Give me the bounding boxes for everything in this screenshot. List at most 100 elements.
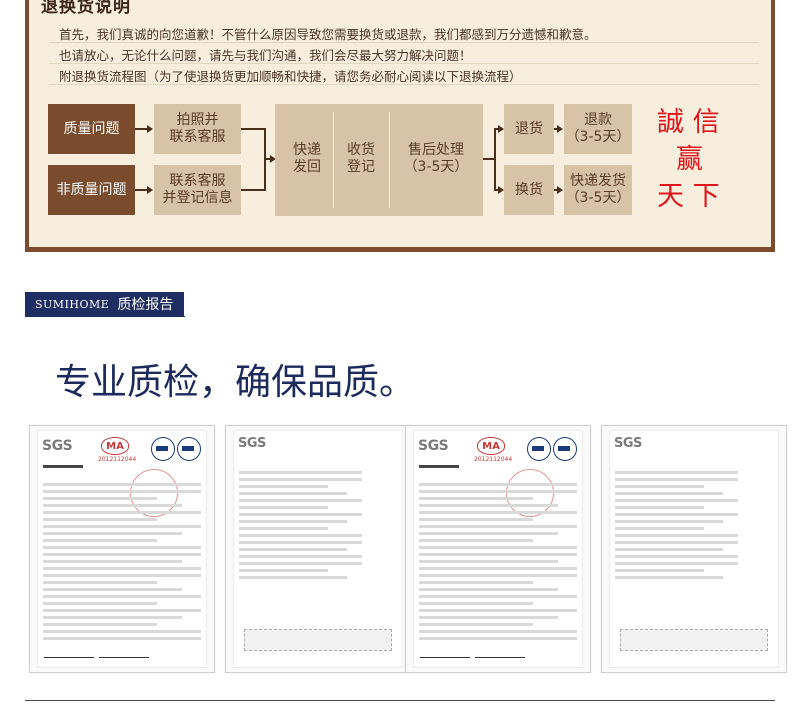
- slogan-integrity: 誠 信: [657, 107, 720, 138]
- security-band: [244, 629, 392, 651]
- return-goods-box: 退货: [504, 104, 554, 154]
- receive-register-line2: 登记: [347, 159, 375, 175]
- return-goods-label: 退货: [515, 120, 543, 137]
- apology-text: 首先，我们真诚的向您道歉！不管什么原因导致您需要换货或退款，我们都感到万分遗憾和…: [59, 27, 597, 42]
- refund-line1: 退款: [584, 112, 612, 128]
- sgs-certificate: SGS MA 2012112044: [29, 425, 215, 673]
- sgs-logo: SGS: [418, 438, 449, 454]
- return-exchange-panel: 退换货说明 首先，我们真诚的向您道歉！不管什么原因导致您需要换货或退款，我们都感…: [25, 0, 775, 252]
- refund-line2: （3-5天）: [565, 129, 631, 145]
- contact-register-line2: 并登记信息: [162, 190, 233, 206]
- arrow-right-icon: [147, 125, 153, 133]
- signatures: [44, 643, 200, 658]
- arrow-right-icon: [498, 186, 504, 194]
- divider: [49, 84, 759, 85]
- receive-register-line1: 收货: [347, 142, 375, 158]
- after-sale-line2: （3-5天）: [403, 159, 469, 175]
- non-quality-issue-box: 非质量问题: [48, 165, 135, 215]
- divider: [49, 42, 759, 43]
- divider: [49, 63, 759, 64]
- arrow-right-icon: [498, 125, 504, 133]
- red-seal-icon: [506, 469, 554, 517]
- contact-register-box: 联系客服并登记信息: [154, 165, 241, 215]
- contact-register-line1: 联系客服: [169, 173, 226, 189]
- receive-register-step: 收货登记: [335, 134, 387, 184]
- sgs-logo: SGS: [614, 436, 642, 451]
- ma-mark-icon: MA: [101, 437, 129, 455]
- section-title: 质检报告: [117, 297, 174, 313]
- flow-connector: [494, 128, 500, 130]
- brand-name: SUMIHOME: [35, 297, 110, 311]
- flow-intro-text: 附退换货流程图（为了使退换货更加顺畅和快捷，请您务必耐心阅读以下退换流程）: [59, 69, 522, 84]
- report-table: [43, 483, 201, 644]
- process-block: [275, 104, 483, 216]
- report-table: [419, 483, 577, 644]
- photo-contact-box: 拍照并联系客服: [154, 104, 241, 154]
- signatures: [420, 643, 576, 658]
- flow-connector: [494, 128, 496, 191]
- security-band: [620, 629, 768, 651]
- sgs-logo: SGS: [42, 438, 73, 454]
- arrow-right-icon: [557, 125, 563, 133]
- slogan-world: 天 下: [657, 181, 720, 212]
- certificate-document: SGS: [233, 430, 403, 668]
- cnas-logo-icon: [177, 437, 201, 461]
- cnas-logo-icon: [553, 437, 577, 461]
- after-sale-step: 售后处理（3-5天）: [391, 134, 481, 184]
- slogan-win: 赢: [676, 144, 703, 175]
- certificate-number: 2012112044: [98, 456, 137, 463]
- sgs-certificate: SGS MA 2012112044: [405, 425, 591, 673]
- flow-connector: [135, 128, 149, 130]
- after-sale-line1: 售后处理: [408, 142, 464, 158]
- exchange-goods-label: 换货: [515, 181, 543, 198]
- certificate-number: 2012112044: [474, 456, 513, 463]
- red-seal-icon: [130, 469, 178, 517]
- sgs-logo: SGS: [238, 436, 266, 451]
- arrow-right-icon: [557, 186, 563, 194]
- flow-connector: [135, 189, 149, 191]
- quality-headline: 专业质检，确保品质。: [55, 362, 416, 403]
- ma-mark-text: MA: [482, 440, 500, 452]
- courier-return-step: 快递发回: [281, 134, 333, 184]
- arrow-right-icon: [147, 186, 153, 194]
- flow-connector: [494, 189, 500, 191]
- report-heading: [43, 465, 83, 468]
- quality-report-tab: SUMIHOME 质检报告: [25, 292, 185, 316]
- quality-issue-box: 质量问题: [48, 104, 135, 154]
- non-quality-issue-label: 非质量问题: [56, 181, 127, 198]
- courier-ship-box: 快递发货（3-5天）: [564, 165, 632, 215]
- sgs-certificate: SGS: [601, 425, 787, 673]
- report-heading: [419, 465, 459, 468]
- exchange-goods-box: 换货: [504, 165, 554, 215]
- step-divider: [389, 112, 390, 208]
- section-underline: [25, 316, 185, 317]
- refund-box: 退款（3-5天）: [564, 104, 632, 154]
- certificate-document: SGS: [609, 430, 779, 668]
- courier-ship-line1: 快递发货: [570, 173, 626, 189]
- sgs-certificate: SGS: [225, 425, 411, 673]
- courier-return-line1: 快递: [293, 142, 321, 158]
- ma-mark-text: MA: [106, 440, 124, 452]
- return-exchange-title: 退换货说明: [41, 0, 131, 17]
- certificate-document: SGS MA 2012112044: [37, 430, 207, 668]
- ma-mark-icon: MA: [477, 437, 505, 455]
- arrow-right-icon: [270, 155, 276, 163]
- photo-contact-line2: 联系客服: [169, 129, 226, 145]
- flow-connector: [241, 189, 265, 191]
- return-exchange-body: 退换货说明 首先，我们真诚的向您道歉！不管什么原因导致您需要换货或退款，我们都感…: [29, 0, 771, 247]
- flow-connector: [241, 128, 265, 130]
- courier-ship-line2: （3-5天）: [565, 190, 631, 206]
- bottom-divider: [25, 700, 775, 701]
- flow-connector: [264, 158, 272, 160]
- courier-return-line2: 发回: [293, 159, 321, 175]
- ilac-mra-logo-icon: [527, 437, 551, 461]
- report-table: [239, 471, 362, 583]
- contact-us-text: 也请放心，无论什么问题，请先与我们沟通，我们会尽最大努力解决问题！: [59, 48, 472, 63]
- quality-issue-label: 质量问题: [63, 120, 120, 137]
- photo-contact-line1: 拍照并: [176, 112, 219, 128]
- certificate-document: SGS MA 2012112044: [413, 430, 583, 668]
- step-divider: [333, 112, 334, 208]
- report-table: [615, 471, 738, 583]
- ilac-mra-logo-icon: [151, 437, 175, 461]
- flow-connector: [483, 158, 495, 160]
